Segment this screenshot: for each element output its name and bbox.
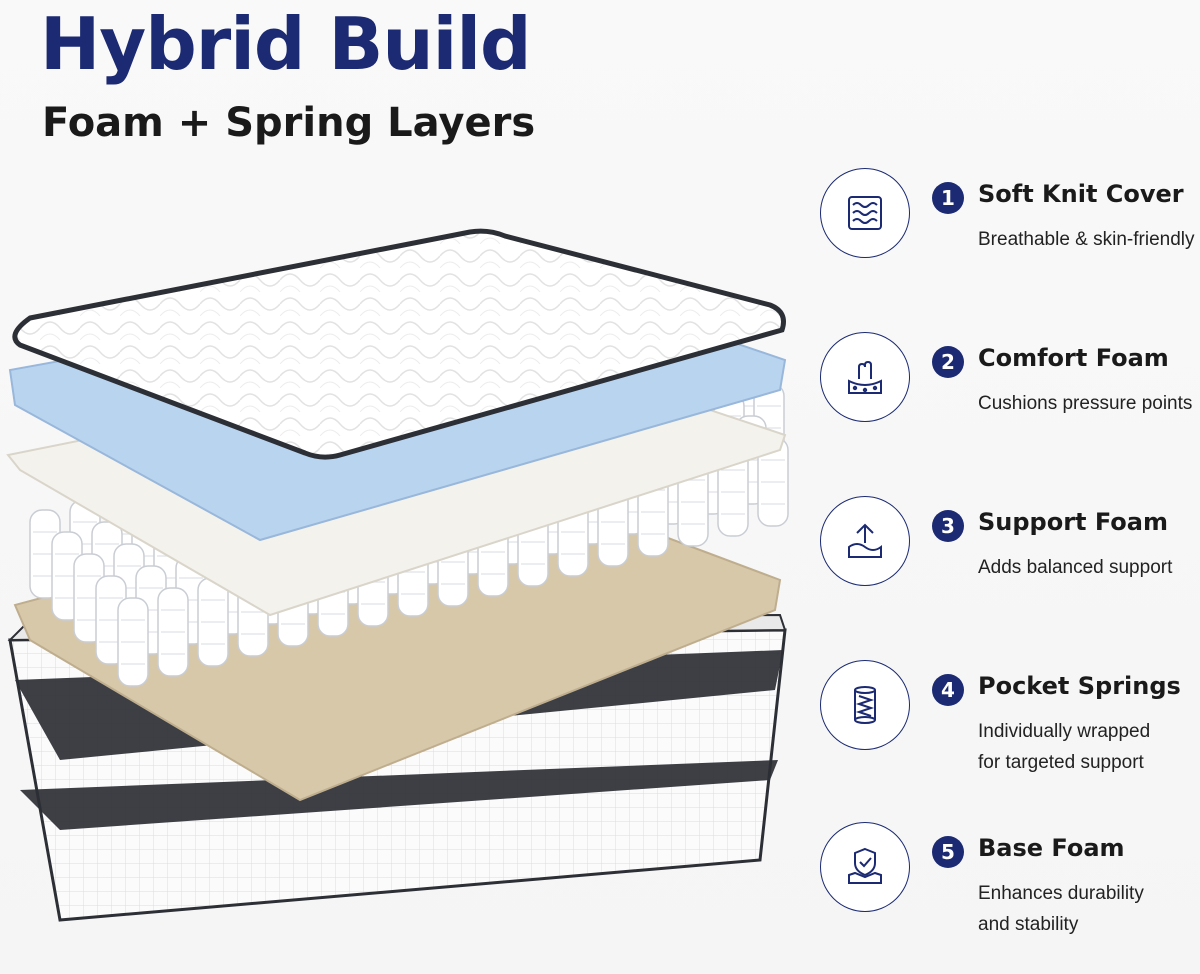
- feature-description: Enhances durability and stability: [978, 883, 1144, 935]
- page-title: Hybrid Build: [40, 2, 532, 86]
- feature-title: Base Foam: [978, 834, 1125, 862]
- spring-coil: [717, 447, 749, 537]
- page-subtitle: Foam + Spring Layers: [42, 100, 536, 146]
- feature-description: Breathable & skin-friendly: [978, 229, 1195, 250]
- feature-title: Support Foam: [978, 508, 1168, 536]
- feature-number-badge: 5: [932, 836, 964, 868]
- feature-description: Cushions pressure points: [978, 393, 1193, 414]
- arrow-up-foam-icon: [820, 496, 910, 586]
- spring-coil: [197, 577, 229, 667]
- spring-coil: [117, 597, 149, 687]
- knit-fabric-icon: [820, 168, 910, 258]
- mattress-layers-illustration: [6, 228, 789, 922]
- spring-coil: [157, 587, 189, 677]
- feature-number-badge: 2: [932, 346, 964, 378]
- feature-item-pocket-springs: 4 Pocket Springs Individually wrapped fo…: [820, 660, 1200, 773]
- feature-item-comfort-foam: 2 Comfort Foam Cushions pressure points: [820, 332, 1200, 442]
- feature-number-badge: 4: [932, 674, 964, 706]
- knit-cover-layer: [12, 228, 786, 460]
- coil-spring-icon: [820, 660, 910, 750]
- feature-description: Individually wrapped for targeted suppor…: [978, 721, 1151, 773]
- feature-title: Pocket Springs: [978, 672, 1181, 700]
- feature-title: Comfort Foam: [978, 344, 1169, 372]
- feature-title: Soft Knit Cover: [978, 180, 1184, 208]
- feature-number-badge: 1: [932, 182, 964, 214]
- feature-number-badge: 3: [932, 510, 964, 542]
- feature-item-base-foam: 5 Base Foam Enhances durability and stab…: [820, 822, 1200, 935]
- hand-press-foam-icon: [820, 332, 910, 422]
- shield-foam-icon: [820, 822, 910, 912]
- feature-description: Adds balanced support: [978, 557, 1173, 578]
- feature-item-support-foam: 3 Support Foam Adds balanced support: [820, 496, 1200, 606]
- feature-item-soft-knit-cover: 1 Soft Knit Cover Breathable & skin-frie…: [820, 168, 1200, 278]
